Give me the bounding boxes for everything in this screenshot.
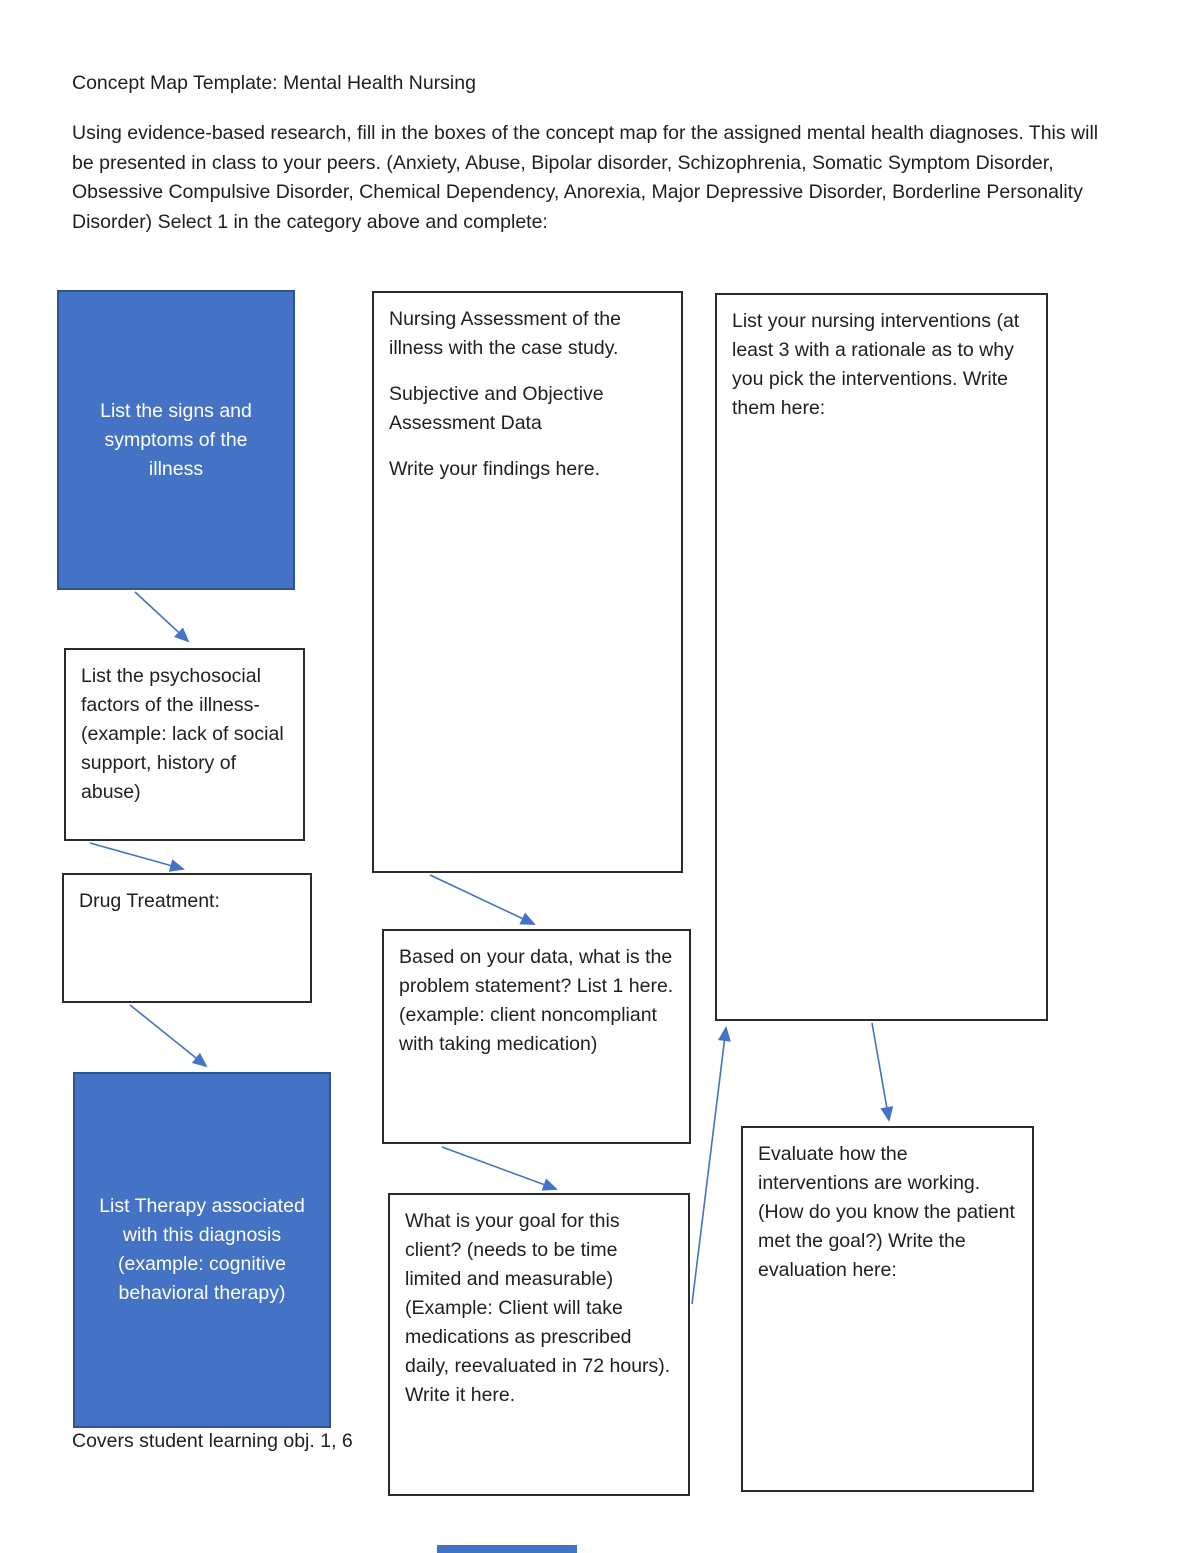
therapy-label: List Therapy associated with this diagno… [99, 1195, 305, 1304]
signs-symptoms-label: List the signs and symptoms of the illne… [100, 399, 252, 480]
arrow-goal-to-interventions [691, 1026, 731, 1305]
arrow-signs-to-psychosocial [134, 591, 190, 643]
arrow-interventions-to-evaluation [871, 1022, 894, 1122]
evaluation-box[interactable]: Evaluate how the interventions are worki… [741, 1126, 1034, 1492]
nursing-assessment-line-1: Nursing Assessment of the illness with t… [389, 308, 621, 359]
intro-paragraph: Using evidence-based research, fill in t… [72, 122, 1099, 233]
therapy-box[interactable]: List Therapy associated with this diagno… [73, 1072, 331, 1428]
nursing-assessment-line-2: Subjective and Objective Assessment Data [389, 383, 604, 434]
footer-note: Covers student learning obj. 1, 6 [72, 1430, 353, 1452]
signs-symptoms-box[interactable]: List the signs and symptoms of the illne… [57, 290, 295, 590]
goal-label: What is your goal for this client? (need… [405, 1210, 671, 1406]
arrow-problem-to-goal [441, 1146, 558, 1191]
arrow-drug-to-therapy [129, 1004, 208, 1068]
drug-treatment-box[interactable]: Drug Treatment: [62, 873, 312, 1003]
nursing-assessment-box[interactable]: Nursing Assessment of the illness with t… [372, 291, 683, 873]
drug-treatment-label: Drug Treatment: [79, 890, 220, 912]
interventions-box[interactable]: List your nursing interventions (at leas… [715, 293, 1048, 1021]
psychosocial-factors-box[interactable]: List the psychosocial factors of the ill… [64, 648, 305, 841]
arrow-psychosocial-to-drug [89, 842, 185, 872]
goal-box[interactable]: What is your goal for this client? (need… [388, 1193, 690, 1496]
problem-statement-box[interactable]: Based on your data, what is the problem … [382, 929, 691, 1144]
arrow-assessment-to-problem [429, 874, 536, 925]
problem-statement-label: Based on your data, what is the problem … [399, 946, 674, 1055]
nursing-assessment-line-3: Write your findings here. [389, 458, 600, 480]
evaluation-label: Evaluate how the interventions are worki… [758, 1143, 1015, 1281]
next-page-box-sliver [437, 1545, 577, 1553]
psychosocial-factors-label: List the psychosocial factors of the ill… [81, 665, 284, 803]
interventions-label: List your nursing interventions (at leas… [732, 310, 1020, 419]
document-title: Concept Map Template: Mental Health Nurs… [72, 72, 476, 94]
